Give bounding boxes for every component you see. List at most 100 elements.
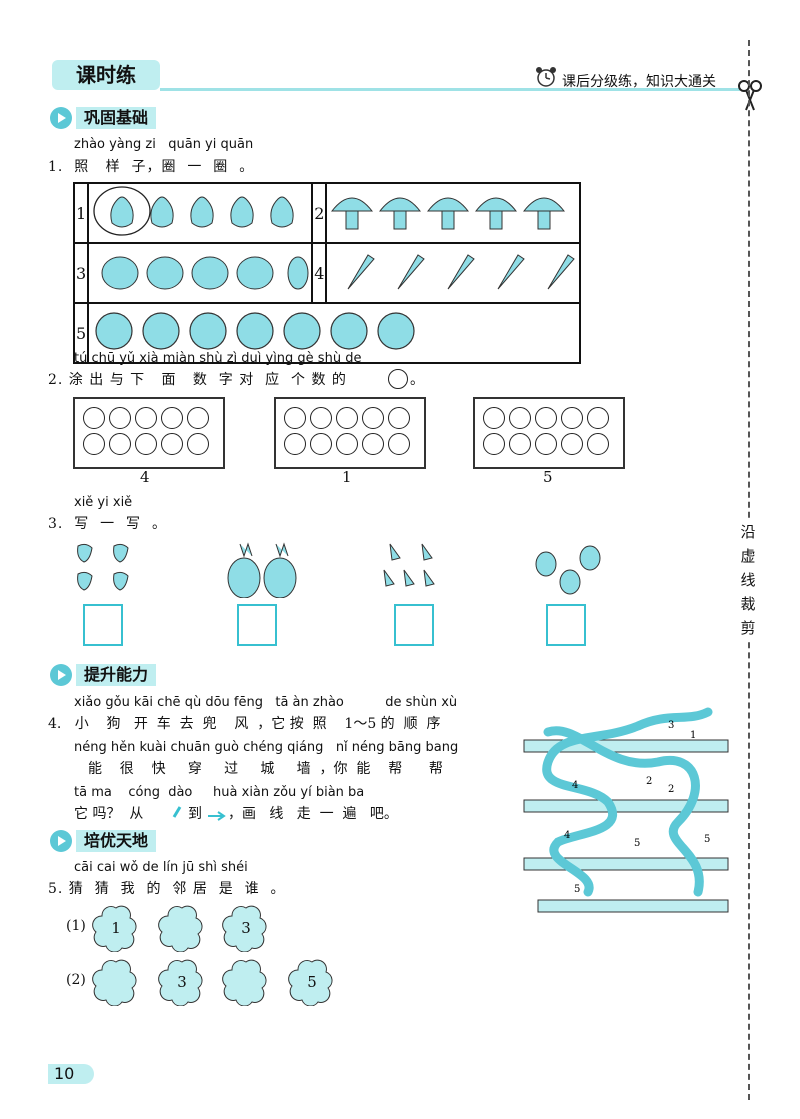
q2-circle[interactable] (362, 407, 384, 429)
maze-number: 5 (634, 838, 640, 849)
q2-circle[interactable] (561, 407, 583, 429)
q2-period: 。 (410, 372, 424, 388)
q1-num: 4 (311, 242, 328, 304)
scissors-icon (738, 78, 762, 112)
flower-shape: 1 (92, 904, 140, 953)
cut-instruction: 沿虚线裁剪 (736, 520, 760, 640)
q2-circle[interactable] (310, 407, 332, 429)
q2-circle[interactable] (362, 433, 384, 455)
q5-text: 5. 猜 猜 我 的 邻 居 是 谁 。 (48, 881, 286, 897)
q2-circle[interactable] (587, 433, 609, 455)
q2-text: 2. 涂 出 与 下 面 数 字 对 应 个 数 的 (48, 372, 347, 388)
q3-answer-box[interactable] (237, 604, 277, 646)
maze-number: 2 (668, 784, 674, 795)
header-line (160, 88, 740, 91)
pear-icon (532, 540, 604, 602)
flower-shape (158, 904, 206, 953)
q2-circle-icon (388, 369, 408, 389)
mushroom-icon (331, 197, 566, 230)
q2-circle[interactable] (535, 433, 557, 455)
q2-circle[interactable] (483, 407, 505, 429)
alarm-clock-icon (535, 66, 557, 88)
q2-circle[interactable] (161, 433, 183, 455)
q3-answer-box[interactable] (394, 604, 434, 646)
strawberry-icon (72, 540, 136, 602)
q2-circle[interactable] (336, 407, 358, 429)
q1-cell-smileys (87, 302, 582, 364)
q1-num: 2 (311, 182, 328, 244)
q2-circle[interactable] (135, 407, 157, 429)
q2-label: 1 (342, 468, 352, 486)
q1-pinyin: zhào yàng zi quān yi quān (74, 137, 254, 152)
q2-circle[interactable] (161, 407, 183, 429)
q2-circle[interactable] (336, 433, 358, 455)
q2-circle[interactable] (135, 433, 157, 455)
arrow-right-icon (208, 806, 228, 821)
maze-number: 1 (690, 730, 696, 741)
maze-image: 3 1 4 2 2 4 5 5 5 (518, 692, 732, 918)
q2-circle[interactable] (284, 433, 306, 455)
maze-number: 2 (646, 776, 652, 787)
q5-row2-label: (2) (66, 972, 86, 988)
q2-pinyin: tú chū yǔ xià miàn shù zì duì yìng gè sh… (74, 351, 362, 366)
q1-cell-pumpkins (87, 242, 314, 304)
q1-table: 1 2 (72, 182, 582, 364)
header-slogan: 课后分级练，知识大通关 (562, 74, 716, 90)
maze-number: 5 (574, 884, 580, 895)
q2-circle[interactable] (83, 407, 105, 429)
q1-cell-pears (87, 182, 314, 244)
carrot-icon (347, 254, 576, 290)
q4-pinyin-2: néng hěn kuài chuān guò chéng qiáng nǐ n… (74, 740, 459, 755)
q2-circle[interactable] (187, 407, 209, 429)
flower-shape: 5 (288, 958, 336, 1007)
q1-cell-carrots (325, 242, 582, 304)
maze-number: 4 (572, 780, 578, 791)
q2-circle[interactable] (284, 407, 306, 429)
play-arrow-icon (50, 107, 72, 129)
pineapple-icon (222, 540, 302, 602)
q2-circle[interactable] (388, 433, 410, 455)
q4-pinyin-1: xiǎo gǒu kāi chē qù dōu fēng tā àn zhào … (74, 695, 458, 710)
q4-pinyin-3: tā ma cóng dào huà xiàn zǒu yí biàn ba (74, 785, 365, 800)
q1-text: 1. 照 样 子，圈 一 圈 。 (48, 159, 255, 175)
flower-shape (92, 958, 140, 1007)
dog-start-icon (172, 804, 182, 818)
fruit-bunch-icon (380, 540, 450, 602)
page-number: 10 (48, 1064, 94, 1084)
play-arrow-icon (50, 664, 72, 686)
flower-shape (222, 958, 270, 1007)
q4-text-3a: 它 吗？ 从 (74, 806, 144, 822)
q2-circle[interactable] (483, 433, 505, 455)
q2-circle[interactable] (509, 407, 531, 429)
q1-num: 3 (72, 242, 90, 304)
maze-number: 3 (668, 720, 674, 731)
q4-text-1: 4. 小 狗 开 车 去 兜 风 ，它 按 照 1～5 的 顺 序 (48, 716, 441, 732)
q1-num: 1 (72, 182, 90, 244)
q2-circle[interactable] (109, 407, 131, 429)
pumpkin-icon (101, 256, 309, 290)
q2-circle[interactable] (587, 407, 609, 429)
q2-circle[interactable] (535, 407, 557, 429)
q3-answer-box[interactable] (83, 604, 123, 646)
smiley-icon (95, 312, 415, 350)
q2-circle[interactable] (561, 433, 583, 455)
q4-text-3b: 到 (188, 806, 203, 822)
q2-circle[interactable] (109, 433, 131, 455)
q2-circle[interactable] (310, 433, 332, 455)
q2-circle[interactable] (83, 433, 105, 455)
q2-circle[interactable] (187, 433, 209, 455)
maze-number: 5 (704, 834, 710, 845)
pear-icon (93, 186, 294, 236)
q1-num: 5 (72, 302, 90, 364)
lesson-title: 课时练 (52, 60, 160, 90)
q3-answer-box[interactable] (546, 604, 586, 646)
q5-pinyin: cāi cai wǒ de lín jū shì shéi (74, 860, 248, 875)
q3-text: 3. 写 一 写 。 (48, 516, 167, 532)
q2-label: 4 (140, 468, 150, 486)
maze-number: 4 (564, 830, 570, 841)
flower-shape: 3 (222, 904, 270, 953)
flower-shape: 3 (158, 958, 206, 1007)
q2-circle[interactable] (509, 433, 531, 455)
play-arrow-icon (50, 830, 72, 852)
q2-circle[interactable] (388, 407, 410, 429)
